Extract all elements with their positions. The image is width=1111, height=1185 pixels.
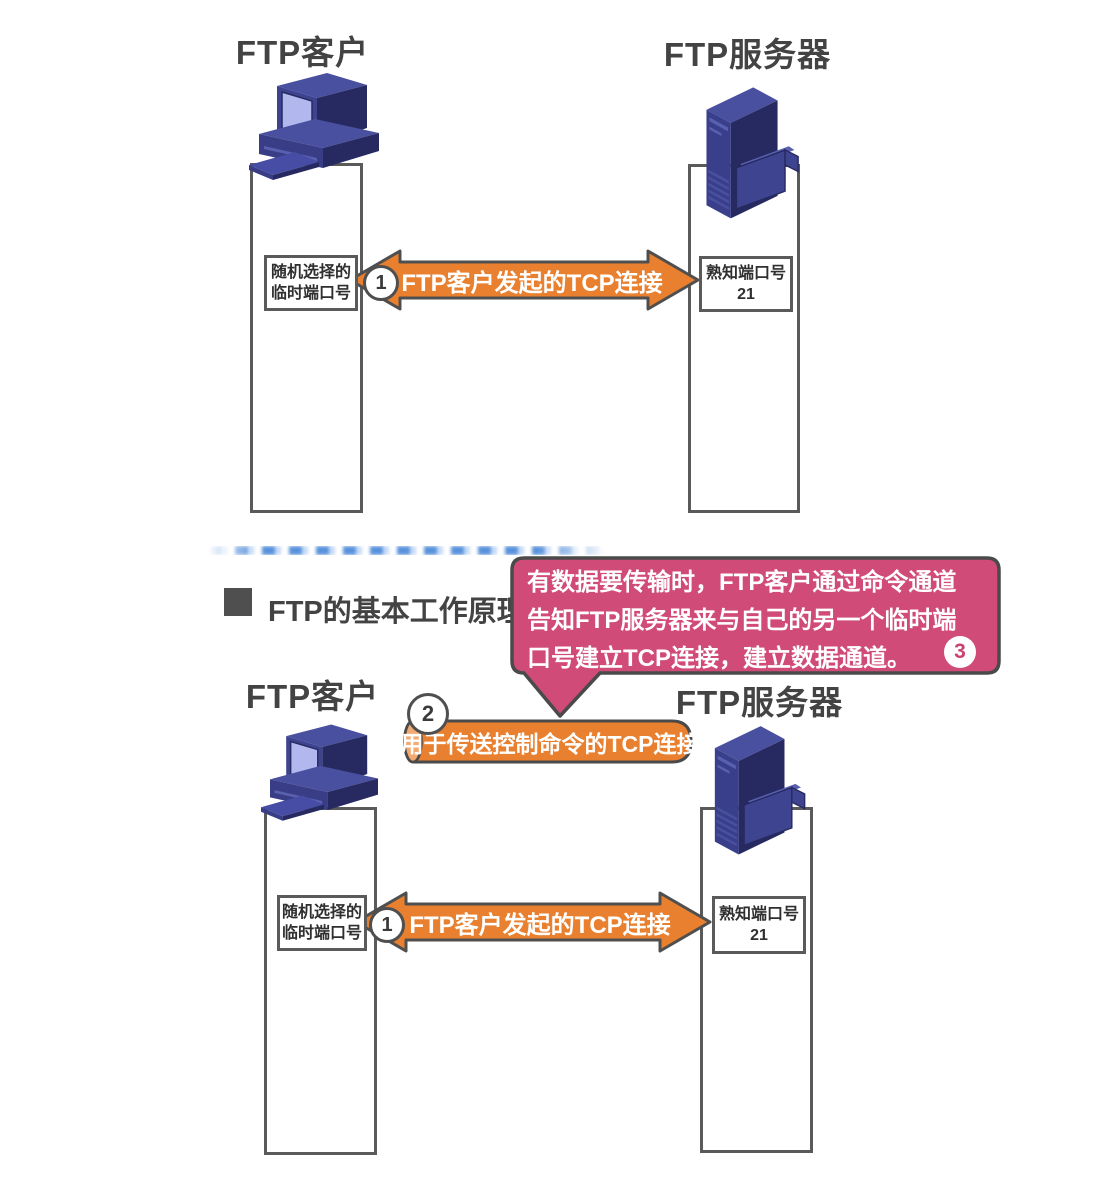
top-connection1-label: FTP客户发起的TCP连接 xyxy=(401,269,663,297)
step-1-badge: 1 xyxy=(369,907,405,943)
bottom-connection1-label: FTP客户发起的TCP连接 xyxy=(409,911,671,939)
callout-bubble xyxy=(510,556,1001,718)
bottom-client-port-box: 随机选择的 临时端口号 xyxy=(277,895,367,951)
bottom-server-lifeline xyxy=(700,807,813,1153)
step-3-badge: 3 xyxy=(944,636,976,668)
callout-line: 有数据要传输时，FTP客户通过命令通道 xyxy=(527,569,957,596)
bottom-server-port-box: 熟知端口号 21 xyxy=(712,896,806,954)
callout-line: 告知FTP服务器来与自己的另一个临时端 xyxy=(527,607,957,634)
port-label-line: 熟知端口号 xyxy=(705,265,786,282)
top-server-lifeline xyxy=(688,164,800,513)
port-label-line: 临时端口号 xyxy=(281,925,362,942)
callout-line: 口号建立TCP连接，建立数据通道。 xyxy=(527,645,911,672)
top-client-title: FTP客户 xyxy=(235,34,370,71)
top-client-port-box: 随机选择的 临时端口号 xyxy=(264,255,358,311)
top-server-title: FTP服务器 xyxy=(663,36,832,73)
port-label-line: 21 xyxy=(750,927,768,944)
bottom-connection2-label: 用于传送控制命令的TCP连接 xyxy=(400,731,700,757)
callout-text: 有数据要传输时，FTP客户通过命令通道 告知FTP服务器来与自己的另一个临时端 … xyxy=(527,564,956,678)
port-label-line: 临时端口号 xyxy=(270,285,351,302)
step-2-badge: 2 xyxy=(407,693,449,735)
tcp-connection-arrow xyxy=(348,249,700,311)
port-label-line: 熟知端口号 xyxy=(718,906,799,923)
heading-bullet-square xyxy=(224,588,252,616)
computer-icon xyxy=(249,73,379,180)
bottom-client-lifeline xyxy=(264,807,377,1155)
bottom-client-title: FTP客户 xyxy=(245,678,380,715)
covered-text-remnant xyxy=(208,546,608,555)
port-label-line: 随机选择的 xyxy=(281,904,362,921)
server-icon xyxy=(706,87,799,219)
computer-icon xyxy=(261,724,378,821)
top-server-port-box: 熟知端口号 21 xyxy=(699,256,793,312)
command-channel-pipe xyxy=(403,719,693,764)
top-client-lifeline xyxy=(250,163,363,513)
server-icon xyxy=(714,726,806,855)
bottom-server-title: FTP服务器 xyxy=(675,684,844,721)
tcp-connection-arrow xyxy=(354,891,712,953)
port-label-line: 随机选择的 xyxy=(270,264,351,281)
port-label-line: 21 xyxy=(737,286,755,303)
step-1-badge: 1 xyxy=(363,265,399,301)
section-heading: FTP的基本工作原理 xyxy=(268,596,526,628)
